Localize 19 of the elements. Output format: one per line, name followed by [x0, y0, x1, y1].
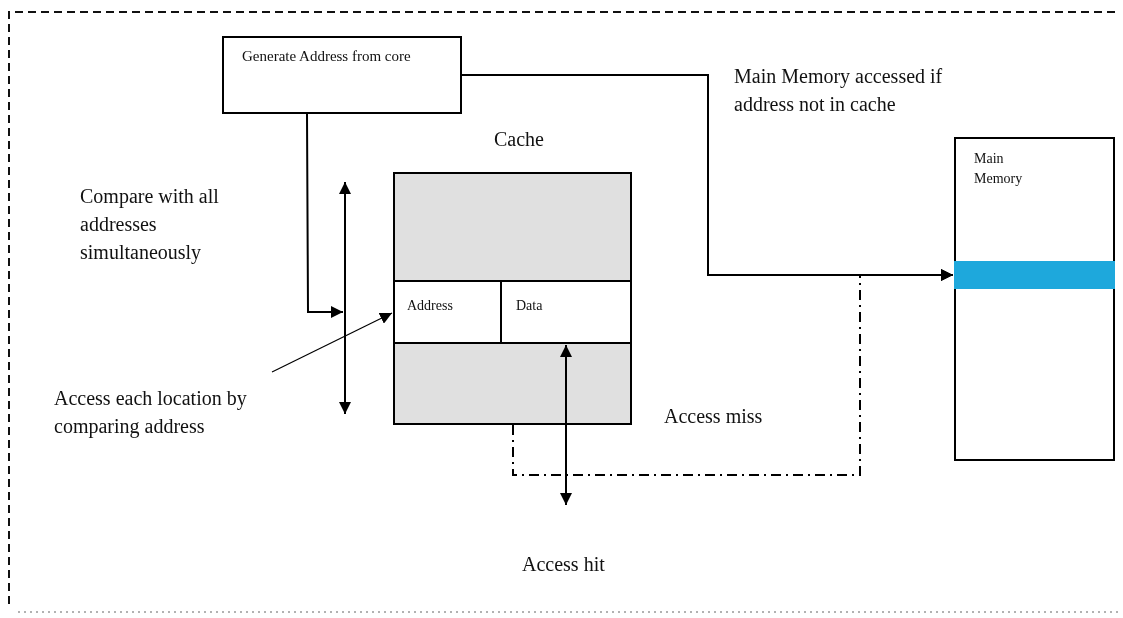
- leader-line: [271, 312, 393, 373]
- box-label: Address: [407, 297, 454, 315]
- box-label: Main Memory: [974, 150, 1024, 188]
- edge-caption: Access hit: [522, 552, 606, 577]
- block-title: Cache: [494, 128, 544, 151]
- box-label: Data: [516, 297, 544, 315]
- address-cell: [393, 280, 502, 344]
- data-cell: [500, 280, 632, 344]
- box-label: Generate Address from core: [242, 47, 412, 66]
- connector: [512, 269, 954, 476]
- edge-caption: Access miss: [664, 404, 764, 429]
- annotation-text: Main Memory accessed if address not in cache: [734, 64, 944, 117]
- annotation-text: Access each location by comparing address: [54, 384, 334, 440]
- annotation-text: Compare with all addresses simultaneously: [80, 184, 220, 266]
- memory-block: [954, 137, 1115, 461]
- process-box: [222, 36, 462, 114]
- double-arrow: [560, 344, 572, 506]
- memory-row-bar: [954, 261, 1115, 289]
- arrow: [306, 113, 344, 318]
